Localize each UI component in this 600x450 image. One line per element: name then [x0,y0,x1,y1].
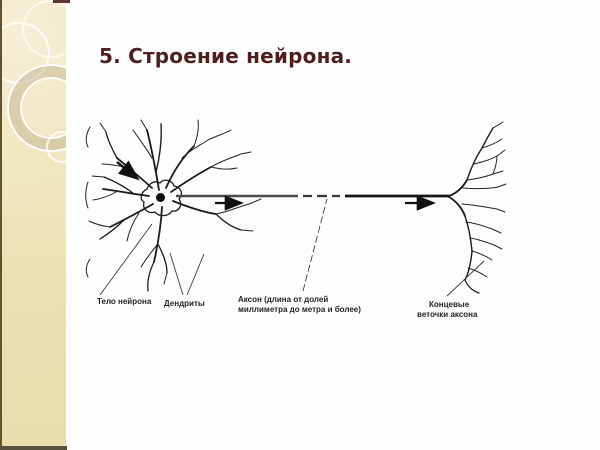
circle-ornament [22,0,66,58]
label-terminal-line2: веточки аксона [417,310,478,319]
label-axon-line2: миллиметра до метра и более) [238,305,361,314]
signal-in-arrow [116,160,140,181]
sidebar-edge-line [0,0,2,450]
sidebar-bottom-bar [0,446,67,450]
dendrites [88,119,262,292]
sidebar-top-accent [53,0,70,3]
nucleus [156,193,165,202]
label-dendrites: Дендриты [164,299,205,308]
scan-edge-marks [85,126,91,278]
cell-body [140,179,183,217]
circle-ornament [9,66,66,150]
terminal-branches [448,121,507,294]
leader-lines [99,198,485,297]
label-cell-body: Тело нейрона [97,297,152,306]
page-title: 5. Строение нейрона. [99,44,353,68]
label-axon-line1: Аксон (длина от долей [238,295,328,304]
decorative-sidebar [0,0,66,450]
label-terminal-line1: Концевые [429,300,470,309]
circle-ornament [46,131,66,163]
